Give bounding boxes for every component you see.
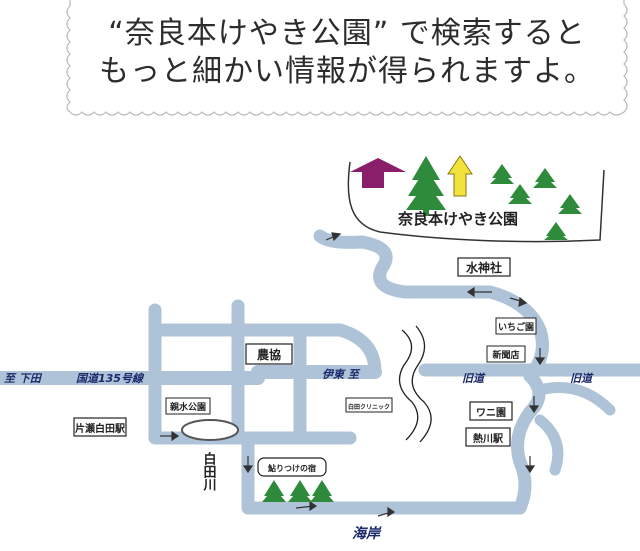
park-name-label: 奈良本けやき公園 <box>397 210 518 228</box>
label-oritsuke: 鮎りつけの宿 <box>257 457 327 477</box>
svg-text:熱川駅: 熱川駅 <box>473 432 504 445</box>
tree-icon <box>288 480 312 502</box>
direction-arrows <box>160 232 546 518</box>
park-up-arrow-icon <box>447 155 473 197</box>
route-map: 奈良本けやき公園 水神社 いちご園 <box>0 155 640 542</box>
park-tall-tree-icon <box>406 156 446 216</box>
label-atagawa-eki: 熱川駅 <box>465 427 511 447</box>
road-town-grid <box>148 299 382 445</box>
tree-icon <box>310 480 334 502</box>
label-suijinsha: 水神社 <box>457 257 511 277</box>
park-small-tree-icon <box>544 222 568 240</box>
label-katase-shirata-eki: 片瀬白田駅 <box>73 417 127 437</box>
svg-text:水神社: 水神社 <box>466 260 502 275</box>
svg-text:親水公園: 親水公園 <box>170 401 206 413</box>
kyudou-label-2: 旧道 <box>570 372 594 385</box>
river-line <box>411 325 432 443</box>
label-noukyou: 農協 <box>245 343 293 365</box>
tree-icon <box>262 480 286 502</box>
park-small-tree-icon <box>533 168 557 188</box>
svg-text:いちご園: いちご園 <box>498 321 534 333</box>
river-line <box>398 329 419 441</box>
park-small-tree-icon <box>558 194 582 214</box>
station-oval <box>181 419 239 441</box>
svg-text:新聞店: 新聞店 <box>492 349 519 361</box>
road-east-branch <box>534 382 616 416</box>
park-boundary <box>347 161 605 243</box>
banner-text-line-1: “奈良本けやき公園” で検索すると <box>108 16 586 51</box>
roads <box>0 229 640 515</box>
label-wanien: ワニ園 <box>469 401 513 421</box>
road-east-curve <box>534 414 564 476</box>
svg-text:片瀬白田駅: 片瀬白田駅 <box>75 422 126 435</box>
banner-frame <box>66 0 628 116</box>
svg-text:白田クリニック: 白田クリニック <box>348 403 390 411</box>
label-clinic: 白田クリニック <box>345 397 393 413</box>
svg-text:鮎りつけの宿: 鮎りつけの宿 <box>268 463 316 473</box>
road-mountain <box>313 229 549 383</box>
svg-text:農協: 農協 <box>257 347 281 362</box>
road-south-loop <box>241 369 546 515</box>
label-ichigoen: いちご園 <box>495 317 537 335</box>
route-west-label: 至 下田 <box>4 372 43 385</box>
park-house-icon <box>350 158 406 188</box>
banner-text-line-2: もっと細かい情報が得られますよ。 <box>99 54 595 89</box>
river-label: 白田川 <box>201 451 218 491</box>
kyudou-label-1: 旧道 <box>462 372 486 385</box>
park-small-tree-icon <box>508 184 532 204</box>
svg-text:ワニ園: ワニ園 <box>476 407 506 419</box>
info-banner: “奈良本けやき公園” で検索すると もっと細かい情報が得られますよ。 <box>62 0 632 118</box>
route-number-label: 国道135号線 <box>76 372 145 385</box>
label-shinsui-koen: 親水公園 <box>165 397 211 415</box>
route-east-label: 伊東 至 <box>322 368 361 381</box>
park-small-tree-icon <box>490 164 514 184</box>
label-shinbunten: 新聞店 <box>486 345 526 363</box>
sea-label: 海岸 <box>352 525 382 542</box>
